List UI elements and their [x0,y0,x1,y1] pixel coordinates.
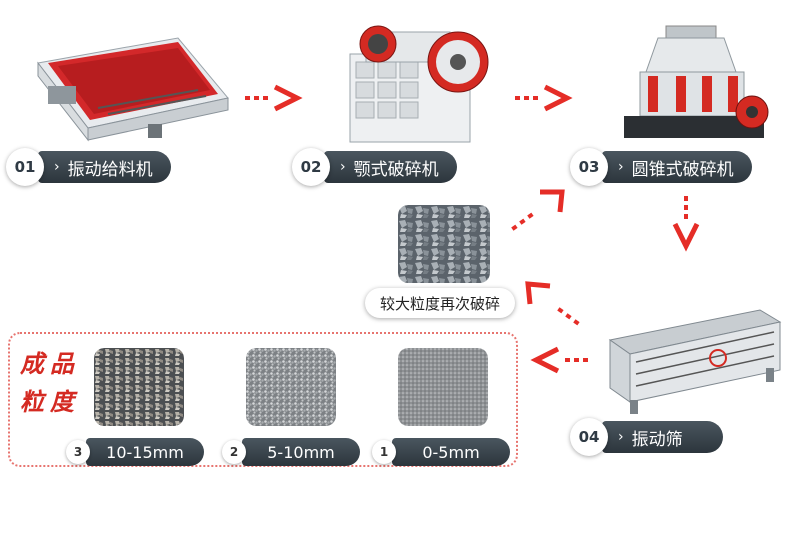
step-number: 01 [6,148,44,186]
size-label: 0-5mm [392,438,510,466]
products-title: 成品 粒度 [20,345,90,421]
cone-crusher-image [624,25,769,138]
size-number: 1 [372,440,396,464]
step-03-label: 03 › 圆锥式破碎机 [570,148,752,186]
recrush-label: 较大粒度再次破碎 [365,288,515,318]
arrow-left-icon [530,346,588,374]
size-number: 2 [222,440,246,464]
recrush-text: 较大粒度再次破碎 [379,294,500,313]
arrow-right-icon [515,84,573,112]
product-size-2: 2 5-10mm [222,437,360,467]
arrow-down-icon [672,196,700,252]
step-name: 颚式破碎机 [353,159,439,180]
size-label: 10-15mm [86,438,204,466]
products-title-line1: 成品 [20,349,80,378]
gravel-0-5mm-image [398,348,488,426]
products-title-line2: 粒度 [20,387,80,416]
size-number: 3 [66,440,90,464]
arrow-up-left-icon [525,281,580,326]
product-size-3: 3 10-15mm [66,437,204,467]
coarse-gravel-image [398,205,490,283]
step-name: 振动筛 [631,429,683,450]
step-04-label: 04 › 振动筛 [570,418,723,456]
step-number: 04 [570,418,608,456]
jaw-crusher-image [349,25,489,143]
arrow-right-icon [245,84,303,112]
chevron-right-icon: › [340,159,346,175]
vibrating-feeder-image [37,37,229,142]
vibrating-screen-image [608,309,782,414]
step-01-label: 01 › 振动给料机 [6,148,171,186]
chevron-right-icon: › [618,159,624,175]
gravel-5-10mm-image [246,348,336,426]
step-02-label: 02 › 颚式破碎机 [292,148,457,186]
step-name: 振动给料机 [67,159,153,180]
gravel-10-15mm-image [94,348,184,426]
step-number: 03 [570,148,608,186]
arrow-up-right-icon [511,189,565,231]
products-panel [8,332,518,467]
step-number: 02 [292,148,330,186]
size-label: 5-10mm [242,438,360,466]
product-size-1: 1 0-5mm [372,437,510,467]
step-name: 圆锥式破碎机 [631,159,734,180]
chevron-right-icon: › [618,429,624,445]
chevron-right-icon: › [54,159,60,175]
